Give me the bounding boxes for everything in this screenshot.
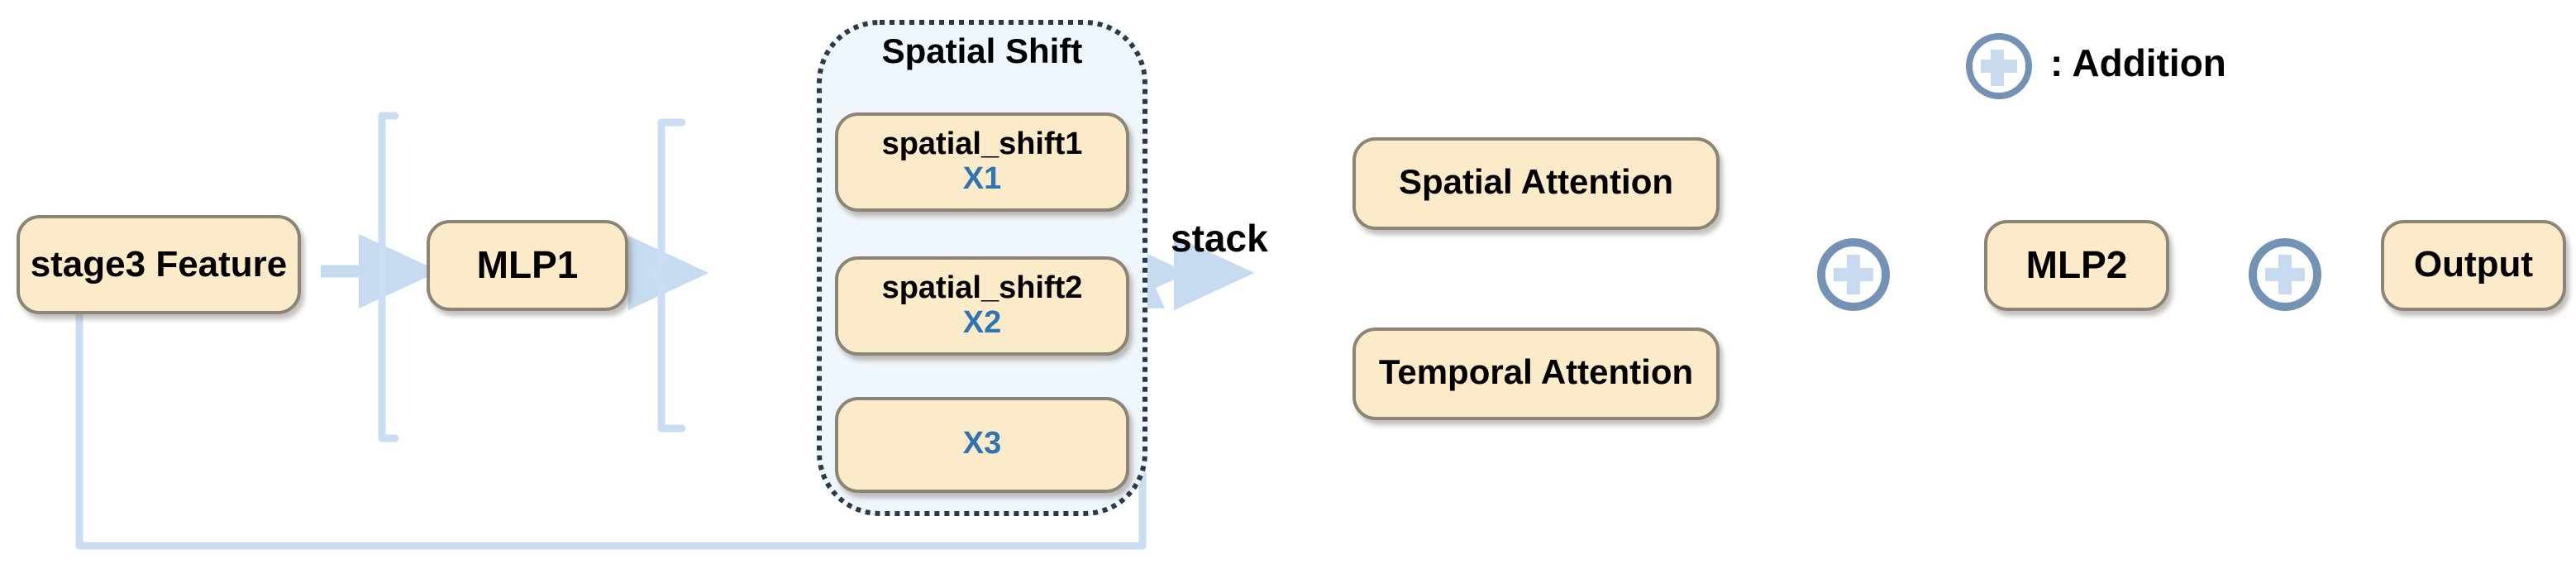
spatial-shift-group-title: Spatial Shift bbox=[881, 33, 1083, 71]
node-mlp1[interactable]: MLP1 bbox=[427, 220, 628, 311]
node-mlp2[interactable]: MLP2 bbox=[1984, 220, 2169, 311]
node-stage3-feature-label: stage3 Feature bbox=[30, 242, 288, 284]
legend-plus-circle-icon bbox=[1966, 33, 2032, 99]
node-stage3-feature[interactable]: stage3 Feature bbox=[17, 215, 301, 314]
node-mlp1-label: MLP1 bbox=[476, 242, 579, 286]
plus-icon-vertical bbox=[1991, 50, 2004, 86]
node-mlp2-label: MLP2 bbox=[2025, 242, 2128, 286]
addition-node-2[interactable] bbox=[2249, 238, 2321, 311]
node-spatial-attention[interactable]: Spatial Attention bbox=[1352, 137, 1720, 230]
attention-open-brace bbox=[647, 118, 686, 433]
node-output[interactable]: Output bbox=[2381, 220, 2566, 311]
node-x3-sub: X3 bbox=[962, 427, 1002, 462]
addition-node-1[interactable] bbox=[1817, 238, 1890, 311]
node-x3[interactable]: X3 bbox=[835, 397, 1129, 493]
plus-icon-vertical bbox=[2278, 255, 2292, 294]
node-spatial-shift2[interactable]: spatial_shift2 X2 bbox=[835, 256, 1129, 356]
node-spatial-shift2-sub: X2 bbox=[962, 306, 1002, 341]
node-spatial-shift1[interactable]: spatial_shift1 X1 bbox=[835, 112, 1129, 212]
node-spatial-attention-label: Spatial Attention bbox=[1398, 164, 1674, 203]
left-bracket bbox=[378, 112, 399, 442]
node-temporal-attention-label: Temporal Attention bbox=[1378, 354, 1694, 393]
node-spatial-shift1-label: spatial_shift1 bbox=[881, 127, 1083, 162]
node-spatial-shift2-label: spatial_shift2 bbox=[881, 270, 1083, 306]
node-output-label: Output bbox=[2413, 243, 2534, 285]
node-spatial-shift1-sub: X1 bbox=[962, 162, 1002, 197]
plus-icon-vertical bbox=[1847, 255, 1860, 294]
node-temporal-attention[interactable]: Temporal Attention bbox=[1352, 328, 1720, 420]
legend-addition-label: : Addition bbox=[2050, 41, 2226, 84]
stack-label: stack bbox=[1171, 217, 1268, 260]
